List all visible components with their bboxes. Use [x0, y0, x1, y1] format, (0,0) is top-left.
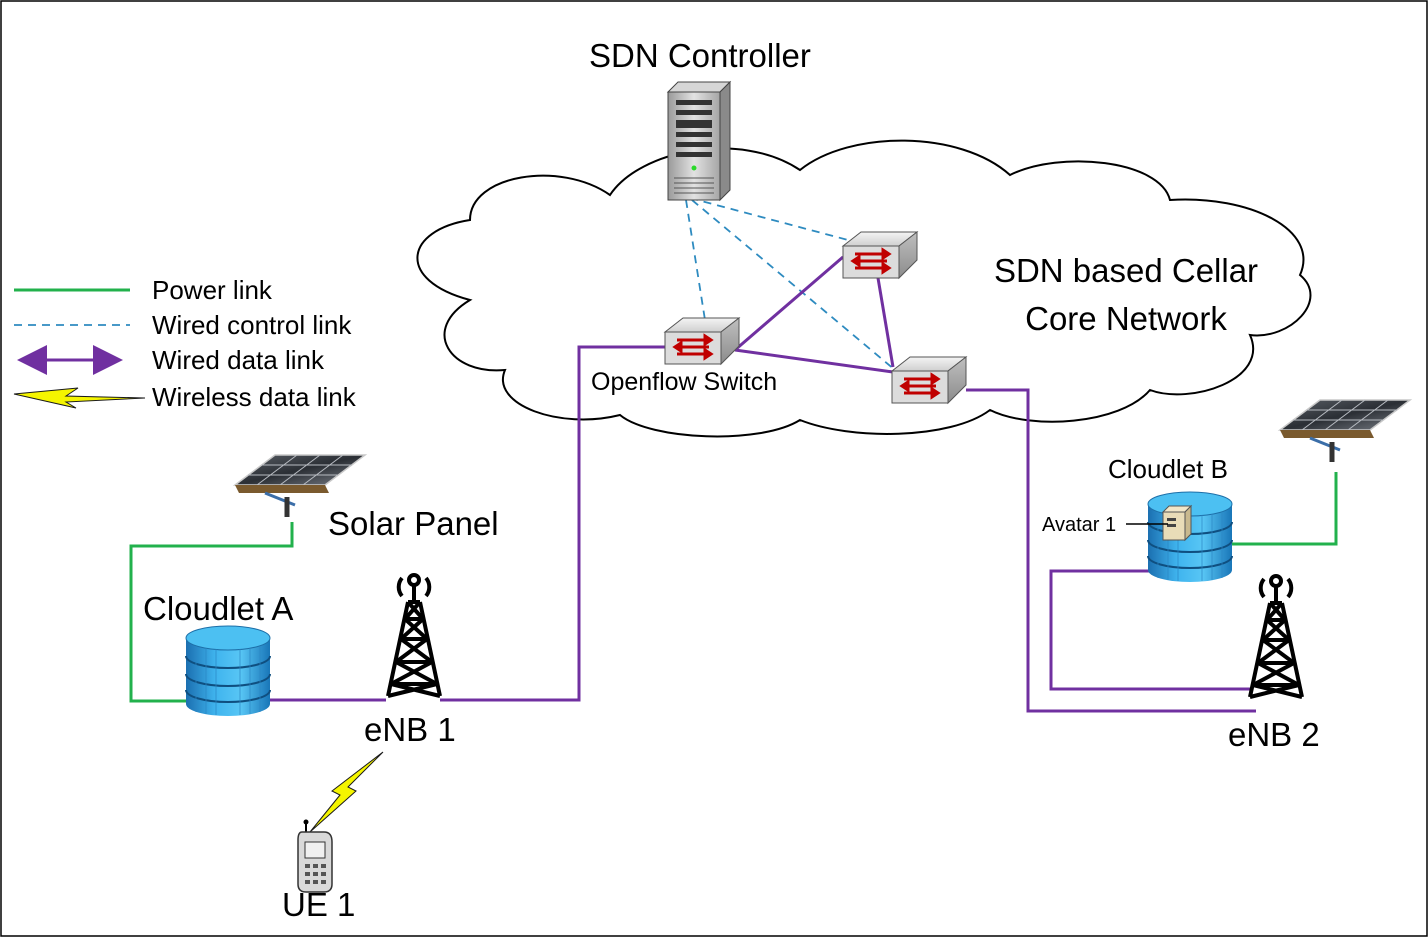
cloudlet-a-icon — [185, 625, 271, 717]
legend-label-wireless: Wireless data link — [152, 382, 357, 412]
solar-panel-b-icon — [1280, 400, 1410, 462]
avatar-label: Avatar 1 — [1042, 514, 1116, 536]
legend-label-power: Power link — [152, 275, 273, 305]
openflow-switch-1-icon — [663, 316, 741, 366]
ue1-label: UE 1 — [282, 886, 355, 923]
core-network-label-line1: SDN based Cellar — [994, 252, 1258, 289]
enb1-label: eNB 1 — [364, 711, 456, 748]
openflow-switch-2-icon — [841, 230, 919, 280]
legend-label-data: Wired data link — [152, 345, 325, 375]
ue1-phone-icon — [297, 819, 333, 893]
legend-wireless-sample — [13, 387, 146, 409]
data-links — [270, 255, 1256, 713]
legend-label-control: Wired control link — [152, 310, 352, 340]
openflow-switch-3-icon — [890, 355, 968, 405]
core-network-cloud — [416, 139, 1312, 438]
sdn-controller-label: SDN Controller — [589, 37, 811, 74]
solar-panel-label: Solar Panel — [328, 505, 499, 542]
power-links — [129, 472, 1338, 703]
enb2-tower-icon — [1248, 574, 1304, 699]
cloudlet-a-label: Cloudlet A — [143, 590, 293, 627]
wireless-link-bolt — [309, 751, 384, 833]
openflow-switch-label: Openflow Switch — [591, 368, 777, 396]
sdn-controller-server-icon — [666, 80, 732, 202]
control-links — [685, 197, 896, 371]
cloudlet-b-label: Cloudlet B — [1108, 454, 1228, 484]
avatar-server-icon — [1161, 504, 1193, 542]
enb2-label: eNB 2 — [1228, 716, 1320, 753]
core-network-label-line2: Core Network — [1025, 300, 1227, 337]
legend: Power link Wired control link Wired data… — [13, 275, 357, 412]
enb1-tower-icon — [386, 573, 442, 698]
